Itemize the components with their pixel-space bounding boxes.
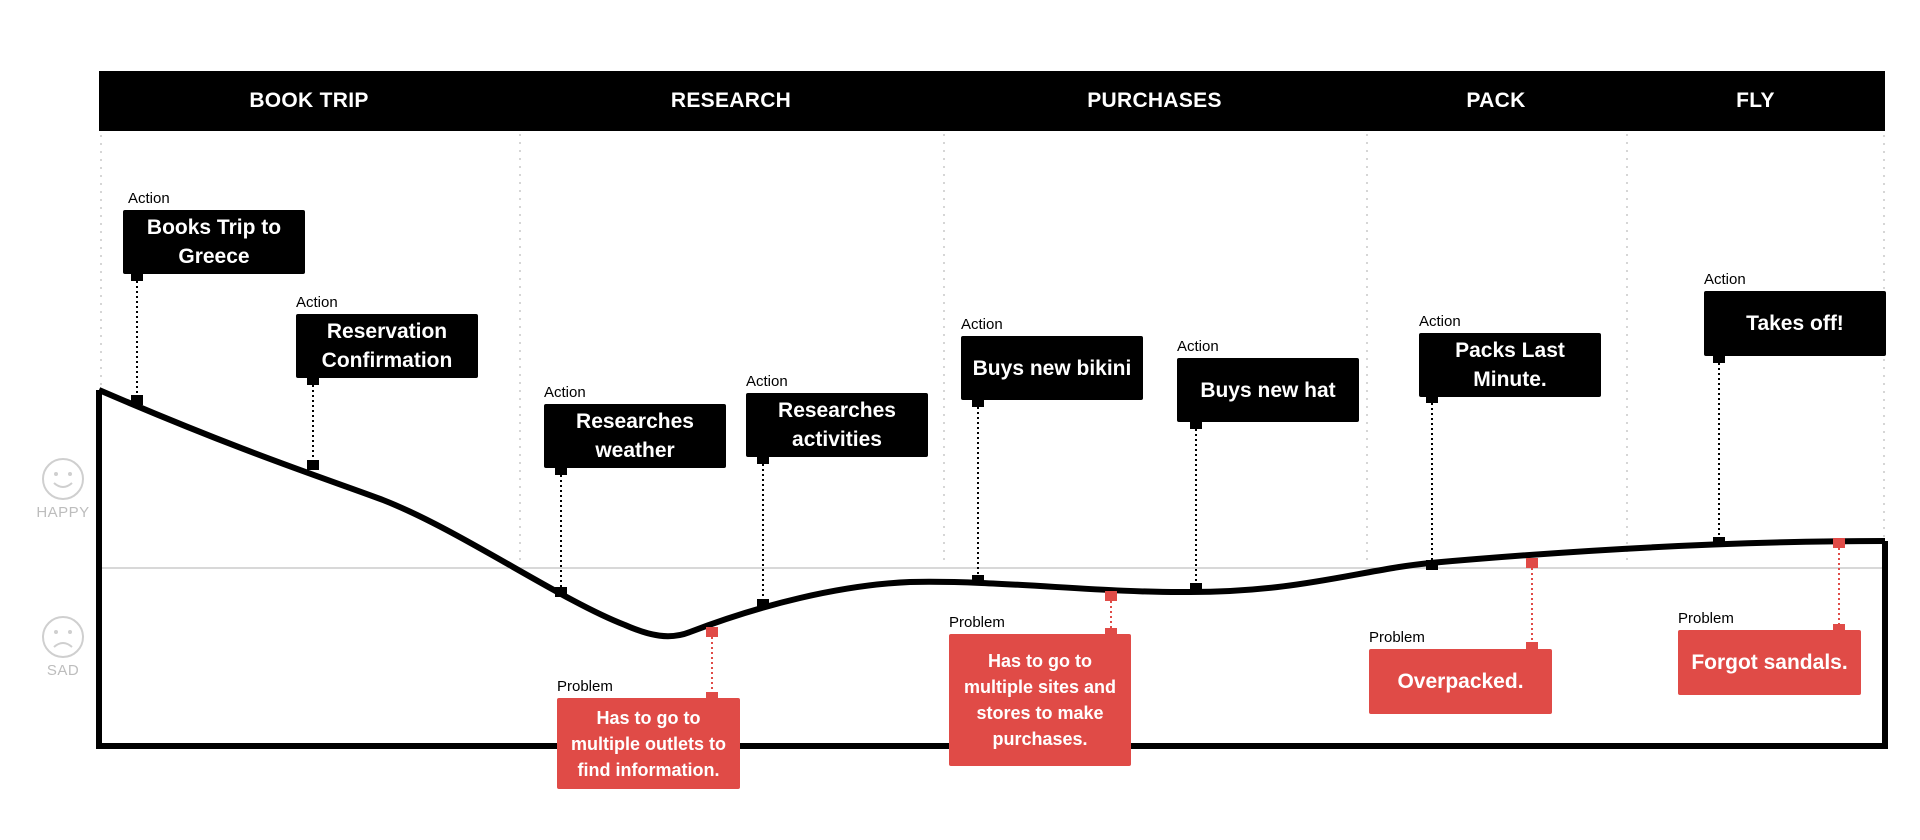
happy-face-icon [42,458,84,500]
action-tag: Action [296,294,338,311]
action-card: Buys new bikini [961,336,1143,400]
action-tag: Action [746,373,788,390]
action-marker [1713,353,1725,363]
stage-pack: PACK [1466,89,1526,112]
problem-card: Has to go to multiple sites and stores t… [949,634,1131,766]
problem-marker [1526,642,1538,652]
action-marker [131,395,143,405]
action-card: Books Trip to Greece [123,210,305,274]
problem-card: Forgot sandals. [1678,630,1861,695]
mood-sad: SAD [30,614,96,679]
emotion-curve [97,387,1886,640]
action-marker [1426,560,1438,570]
action-marker [555,587,567,597]
stage-separators [100,78,1885,560]
action-marker [307,460,319,470]
action-tag: Action [1704,271,1746,288]
action-marker [757,599,769,609]
action-card: Reservation Confirmation [296,314,478,378]
problem-card: Overpacked. [1369,649,1552,714]
problem-marker [1105,628,1117,638]
mood-sad-label: SAD [46,662,80,679]
problem-tag: Problem [557,678,613,695]
problem-markers [706,538,1845,702]
action-card: Researches weather [544,404,726,468]
action-tag: Action [1177,338,1219,355]
problem-tag: Problem [1369,629,1425,646]
action-marker [131,271,143,281]
action-marker [307,375,319,385]
action-tag: Action [961,316,1003,333]
problem-card: Has to go to multiple outlets to find in… [557,698,740,789]
action-marker [1713,537,1725,547]
problem-marker [1526,558,1538,568]
problem-tag: Problem [1678,610,1734,627]
problem-tag: Problem [949,614,1005,631]
problem-marker [1833,538,1845,548]
stage-research: RESEARCH [670,89,792,112]
action-connectors [136,276,1720,604]
action-marker [1190,419,1202,429]
mood-happy: HAPPY [30,456,96,521]
action-tag: Action [544,384,586,401]
action-marker [1426,393,1438,403]
action-card: Takes off! [1704,291,1886,356]
problem-connectors [711,543,1840,697]
mood-happy-label: HAPPY [36,504,90,521]
sad-face-icon [42,616,84,658]
action-card: Packs Last Minute. [1419,333,1601,397]
action-markers [131,271,1725,609]
action-marker [555,465,567,475]
action-marker [1190,583,1202,593]
action-marker [757,454,769,464]
action-card: Researches activities [746,393,928,457]
problem-marker [1833,624,1845,634]
problem-marker [706,627,718,637]
action-card: Buys new hat [1177,358,1359,422]
stage-book-trip: BOOK TRIP [249,89,369,112]
action-tag: Action [1419,313,1461,330]
stage-header-bar: BOOK TRIP RESEARCH PURCHASES PACK FLY [99,71,1885,131]
stage-purchases: PURCHASES [1087,89,1222,112]
action-marker [972,575,984,585]
stage-fly: FLY [1736,89,1775,112]
action-tag: Action [128,190,170,207]
action-marker [972,397,984,407]
problem-marker [706,692,718,702]
problem-marker [1105,591,1117,601]
